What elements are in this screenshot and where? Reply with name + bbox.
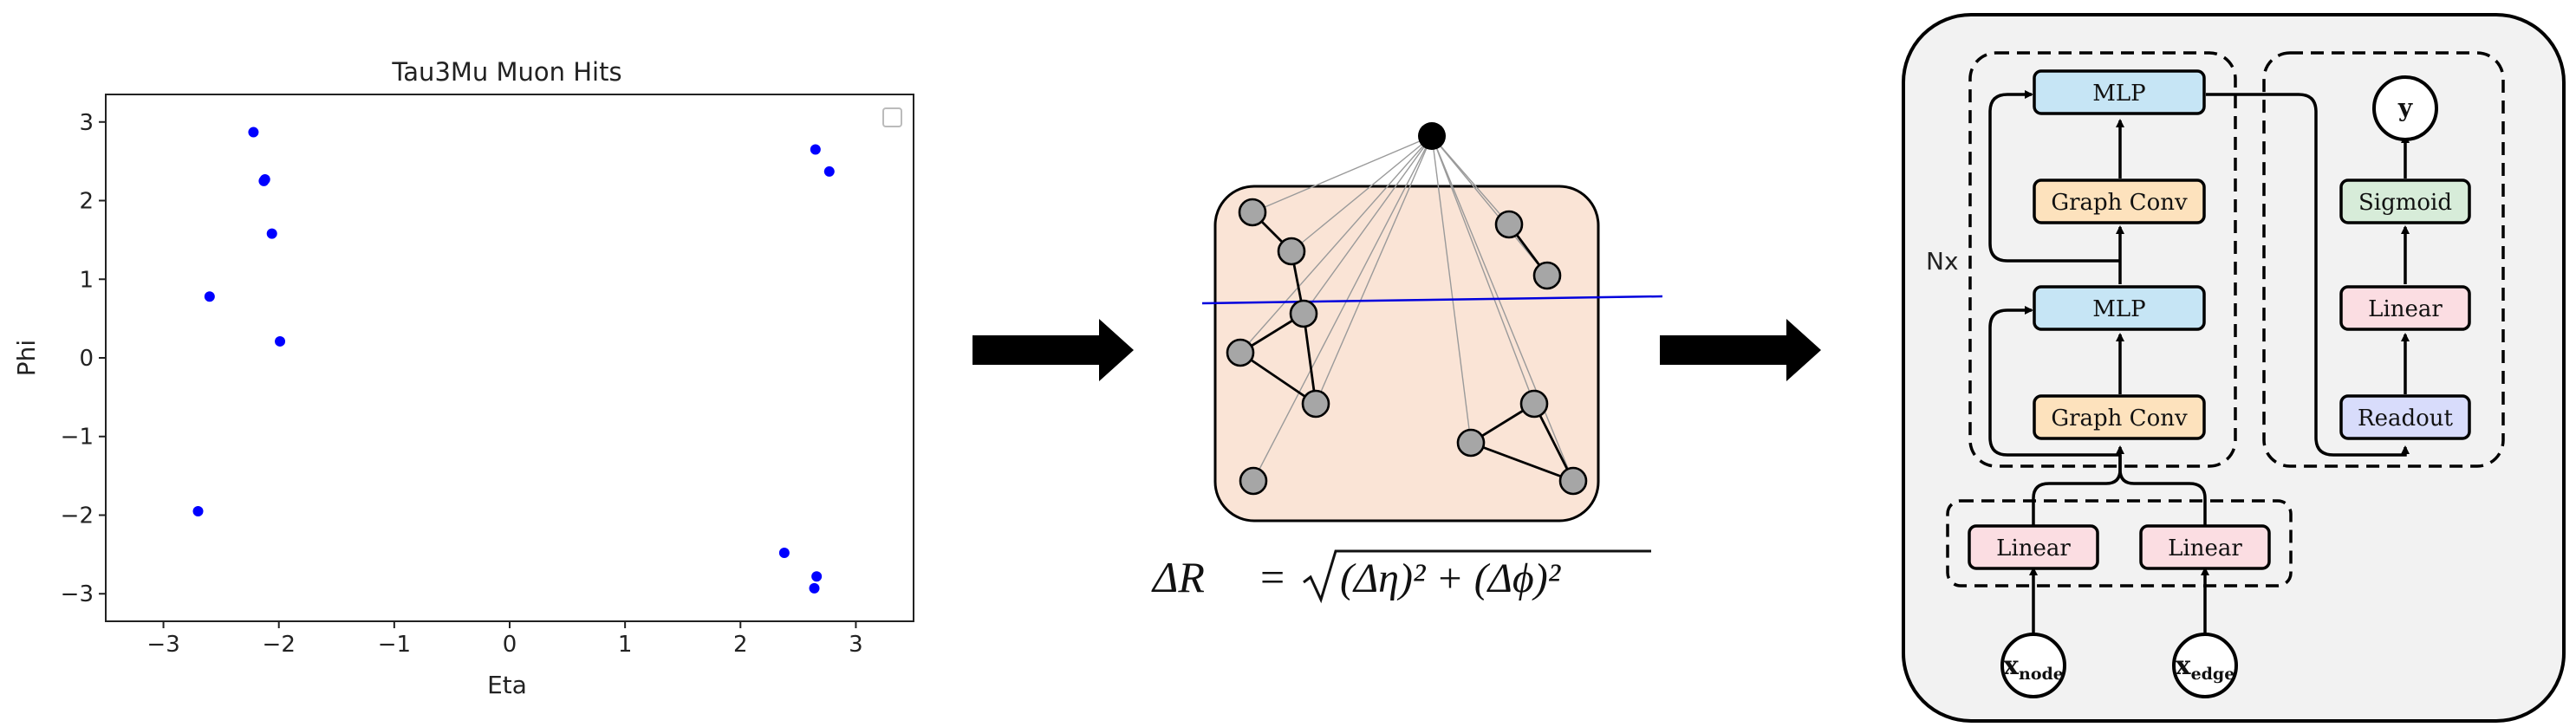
graphconv-block-top bbox=[2033, 179, 2206, 224]
graph-node bbox=[1226, 338, 1255, 367]
data-point bbox=[823, 166, 835, 177]
virtual-node-edges bbox=[1239, 135, 1574, 482]
mlp-block-bottom bbox=[2033, 285, 2206, 331]
formula-lhs: ΔR bbox=[1151, 553, 1205, 601]
x-tick-label: 0 bbox=[503, 632, 517, 658]
graph-node bbox=[1456, 428, 1486, 458]
sigmoid-label: Sigmoid bbox=[2358, 190, 2452, 216]
data-point bbox=[259, 174, 270, 185]
readout-block bbox=[2339, 394, 2471, 440]
y-tick-label: −1 bbox=[61, 425, 94, 451]
cut-line bbox=[1201, 295, 1663, 305]
x-tick-label: −2 bbox=[263, 632, 296, 658]
y-axis-ticks: −3 −2 −1 0 1 2 3 bbox=[61, 110, 106, 607]
x-tick-label: −1 bbox=[378, 632, 411, 658]
architecture-panel bbox=[1902, 13, 2566, 723]
input-node-label: xnode bbox=[2003, 651, 2064, 684]
legend-box bbox=[882, 107, 902, 127]
linear-edge-label: Linear bbox=[2168, 536, 2242, 561]
sigmoid-block bbox=[2339, 179, 2471, 224]
graph-node bbox=[1238, 198, 1267, 227]
delta-r-formula: ΔR = (Δη)² + (Δϕ)² bbox=[1151, 549, 1651, 604]
mlp-block-top bbox=[2033, 69, 2206, 115]
data-points bbox=[192, 127, 835, 594]
linear-head-block bbox=[2339, 285, 2471, 331]
y-tick-label: 3 bbox=[79, 110, 94, 136]
head-group bbox=[2262, 51, 2505, 468]
input-node-x-node bbox=[2000, 633, 2066, 698]
virtual-node bbox=[1418, 122, 1446, 150]
data-point bbox=[266, 228, 277, 239]
graph-node bbox=[1239, 466, 1268, 496]
y-axis-label: Phi bbox=[12, 340, 41, 376]
data-point bbox=[809, 582, 820, 594]
linear-head-label: Linear bbox=[2368, 296, 2443, 322]
x-axis-label: Eta bbox=[487, 671, 527, 699]
plot-area bbox=[105, 94, 914, 622]
x-tick-label: 1 bbox=[618, 632, 633, 658]
graphconv-block-bottom-label: Graph Conv bbox=[2051, 406, 2188, 432]
y-tick-label: 0 bbox=[79, 346, 94, 372]
flow-arrow-2 bbox=[1660, 319, 1821, 381]
graph-node bbox=[1558, 466, 1588, 496]
mlp-block-bottom-label: MLP bbox=[2092, 296, 2145, 322]
data-point bbox=[275, 335, 286, 347]
linear-node-label: Linear bbox=[1996, 536, 2071, 561]
chart-title: Tau3Mu Muon Hits bbox=[391, 57, 621, 87]
input-node-x-edge bbox=[2172, 633, 2238, 698]
graph-node bbox=[1519, 389, 1549, 419]
y-tick-label: 2 bbox=[79, 189, 94, 215]
data-point bbox=[248, 127, 259, 138]
data-point bbox=[810, 144, 821, 155]
graphconv-block-top-label: Graph Conv bbox=[2051, 190, 2188, 216]
input-edge-label: xedge bbox=[2176, 651, 2235, 684]
hit-graph bbox=[1201, 122, 1663, 523]
x-tick-label: −3 bbox=[146, 632, 179, 658]
graph-node bbox=[1301, 389, 1330, 419]
graph-node bbox=[1532, 261, 1562, 290]
graph-node bbox=[1277, 237, 1306, 266]
graph-nodes bbox=[1226, 198, 1588, 496]
x-axis-ticks: −3 −2 −1 0 1 2 3 bbox=[146, 621, 863, 658]
data-point bbox=[778, 548, 790, 559]
formula-radicand: (Δη)² + (Δϕ)² bbox=[1340, 555, 1562, 601]
graph-node bbox=[1289, 299, 1318, 328]
scatter-plot: Tau3Mu Muon Hits −3 −2 −1 0 1 2 3 −3 −2 −1 0 1 2 3 E… bbox=[12, 57, 914, 699]
mlp-block-top-label: MLP bbox=[2092, 81, 2145, 107]
linear-node-block bbox=[1968, 524, 2099, 570]
architecture-diagram: Nx MLP Graph Conv MLP Graph Conv bbox=[1902, 13, 2566, 723]
graph-node bbox=[1494, 210, 1524, 239]
data-point bbox=[204, 291, 215, 302]
y-tick-label: 1 bbox=[79, 267, 94, 293]
graph-box bbox=[1213, 185, 1600, 523]
output-label: y bbox=[2397, 94, 2413, 122]
y-tick-label: −2 bbox=[61, 503, 94, 529]
x-tick-label: 2 bbox=[733, 632, 748, 658]
linear-edge-block bbox=[2139, 524, 2271, 570]
output-node bbox=[2372, 75, 2438, 141]
y-tick-label: −3 bbox=[61, 581, 94, 607]
repeat-label: Nx bbox=[1926, 247, 1959, 276]
connectors bbox=[1988, 90, 2410, 635]
data-point bbox=[811, 571, 823, 582]
formula-equals: = bbox=[1260, 553, 1285, 601]
data-point bbox=[192, 505, 204, 516]
flow-arrow-1 bbox=[973, 319, 1134, 381]
x-tick-label: 3 bbox=[849, 632, 863, 658]
graphconv-block-bottom bbox=[2033, 394, 2206, 440]
sqrt-sign bbox=[1303, 549, 1651, 604]
readout-label: Readout bbox=[2358, 406, 2454, 432]
repeat-block-group bbox=[1968, 51, 2237, 468]
encoder-group bbox=[1946, 499, 2293, 587]
